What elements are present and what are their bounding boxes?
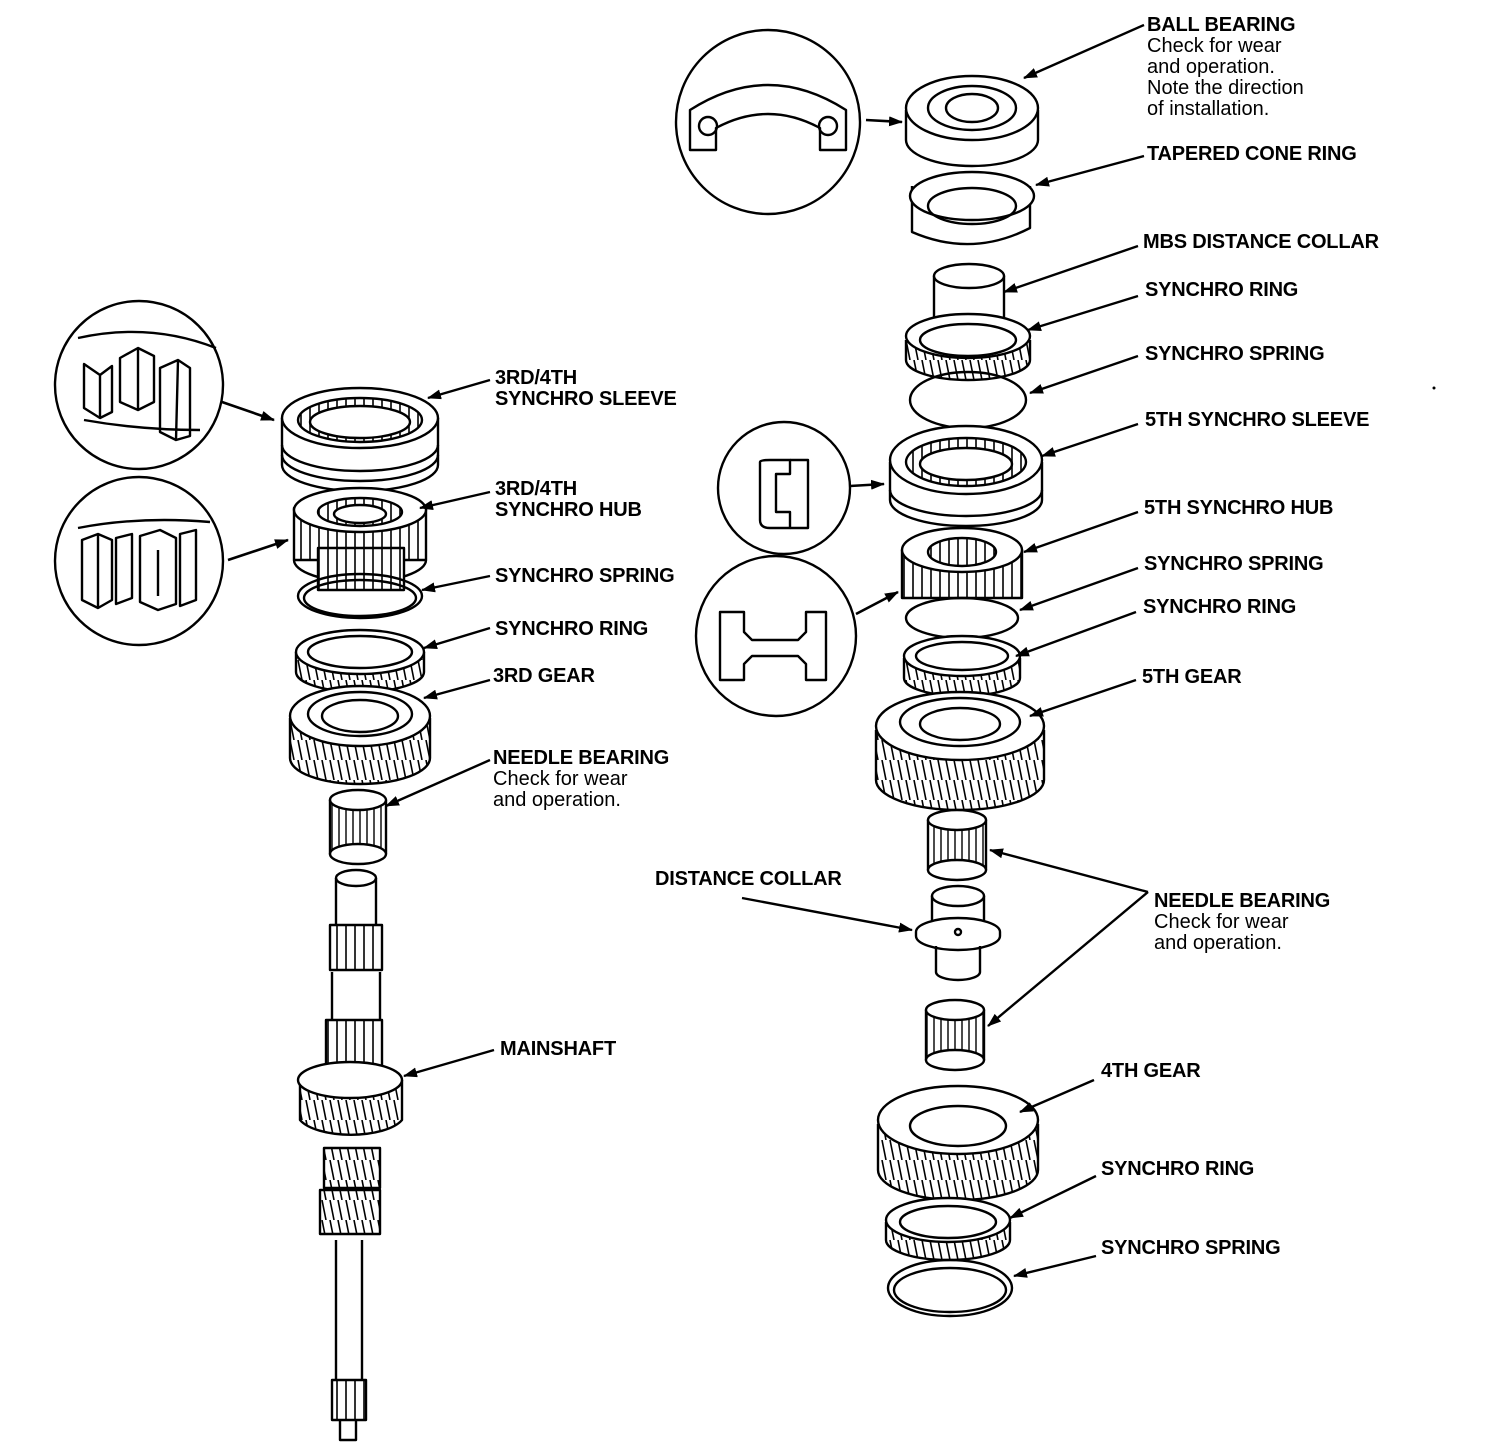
- label-mbs-distance-collar: MBS DISTANCE COLLAR: [1143, 231, 1379, 253]
- label-mainshaft: MAINSHAFT: [500, 1038, 616, 1060]
- label-distance-collar: DISTANCE COLLAR: [655, 868, 842, 890]
- third-fourth-synchro-hub: [292, 486, 428, 592]
- bottom-synchro-spring: [886, 1258, 1014, 1318]
- ball-bearing: [904, 74, 1040, 168]
- hub-profile-callout: [694, 554, 858, 718]
- bottom-synchro-ring: [884, 1196, 1012, 1262]
- distance-collar-part: [914, 884, 1002, 982]
- label-needle-bearing-right: NEEDLE BEARING Check for wear and operat…: [1154, 890, 1331, 954]
- top-synchro-ring: [904, 312, 1032, 382]
- label-fourth-gear: 4TH GEAR: [1101, 1060, 1201, 1082]
- left-synchro-spring: [296, 572, 424, 620]
- sleeve-profile-callout: [716, 420, 852, 556]
- third-gear: [288, 684, 432, 786]
- fifth-synchro-sleeve: [888, 424, 1044, 528]
- label-third-fourth-hub: 3RD/4TH SYNCHRO HUB: [495, 478, 642, 521]
- label-ball-bearing: BALL BEARING Check for wear and operatio…: [1147, 14, 1304, 120]
- label-synchro-ring-left: SYNCHRO RING: [495, 618, 649, 640]
- fifth-synchro-hub: [900, 526, 1024, 600]
- fourth-gear: [876, 1084, 1040, 1202]
- label-synchro-spring-top: SYNCHRO SPRING: [1145, 343, 1325, 365]
- mainshaft-body: [296, 868, 404, 1442]
- right-needle-bearing-lower: [924, 998, 986, 1072]
- mid-synchro-spring: [904, 596, 1020, 640]
- label-synchro-spring-left: SYNCHRO SPRING: [495, 565, 675, 587]
- label-third-gear: 3RD GEAR: [493, 665, 595, 687]
- label-fifth-synchro-hub: 5TH SYNCHRO HUB: [1144, 497, 1334, 519]
- sleeve-detail-callout: [53, 299, 225, 471]
- label-synchro-ring-bottom: SYNCHRO RING: [1101, 1158, 1255, 1180]
- label-synchro-spring-bottom: SYNCHRO SPRING: [1101, 1237, 1281, 1259]
- mid-synchro-ring: [902, 634, 1022, 698]
- ball-bearing-detail-callout: [674, 28, 862, 216]
- left-needle-bearing: [328, 788, 388, 866]
- hub-detail-callout: [53, 475, 225, 647]
- label-synchro-ring-mid: SYNCHRO RING: [1143, 596, 1297, 618]
- label-tapered-cone-ring: TAPERED CONE RING: [1147, 143, 1357, 165]
- right-needle-bearing-upper: [926, 808, 988, 882]
- tapered-cone-ring: [908, 170, 1036, 246]
- left-synchro-ring: [294, 628, 426, 694]
- label-synchro-ring-top: SYNCHRO RING: [1145, 279, 1299, 301]
- label-fifth-gear: 5TH GEAR: [1142, 666, 1242, 688]
- label-needle-bearing-left: NEEDLE BEARING Check for wear and operat…: [493, 747, 670, 811]
- label-synchro-spring-mid: SYNCHRO SPRING: [1144, 553, 1324, 575]
- label-third-fourth-sleeve: 3RD/4TH SYNCHRO SLEEVE: [495, 367, 677, 410]
- label-fifth-synchro-sleeve: 5TH SYNCHRO SLEEVE: [1145, 409, 1370, 431]
- third-fourth-synchro-sleeve: [280, 386, 440, 493]
- fifth-gear: [874, 690, 1046, 812]
